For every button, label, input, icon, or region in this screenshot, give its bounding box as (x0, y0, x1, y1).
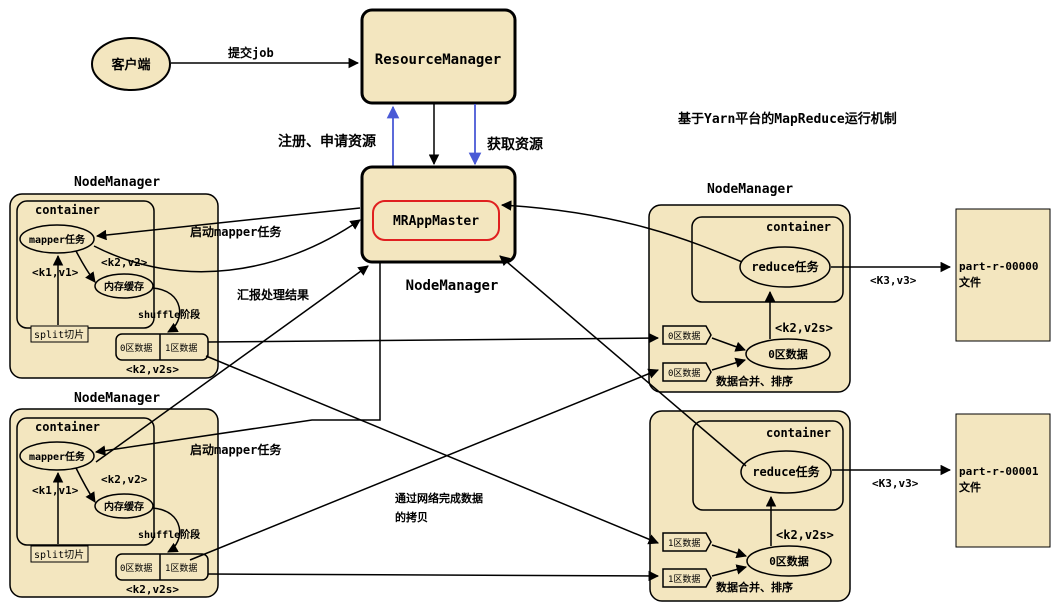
incoming-partition-box (662, 568, 712, 588)
container-label: container (35, 420, 100, 434)
output-file-name: part-r-00000 (959, 260, 1038, 273)
merge-sort-label: 数据合并、排序 (716, 374, 793, 388)
submit-job-label: 提交job (228, 45, 274, 60)
node-manager-title: NodeManager (707, 182, 793, 197)
resource-manager-box (360, 8, 517, 105)
mr-app-master-highlight (372, 200, 500, 241)
memory-buffer-label: 内存缓存 (104, 500, 144, 513)
client-label: 客户端 (111, 57, 150, 73)
incoming-partition-label: 1区数据 (668, 573, 700, 585)
reduce-task-node (740, 450, 832, 494)
reduce-report-arrow (499, 255, 747, 467)
kv2-label: <k2,v2> (101, 256, 148, 269)
output-file-box (955, 208, 1051, 342)
diagram-title: 基于Yarn平台的MapReduce运行机制 (677, 111, 897, 127)
k3v3-label: <K3,v3> (870, 274, 917, 287)
split-label: split切片 (34, 328, 84, 341)
container-label: container (35, 203, 100, 217)
k3v3-label: <K3,v3> (872, 477, 919, 490)
copy-arrow (205, 355, 659, 545)
memory-buffer-node (94, 273, 154, 299)
report-result-label: 汇报处理结果 (237, 287, 309, 302)
mapper-task-label: mapper任务 (29, 450, 86, 463)
merged-partition-label: 0区数据 (769, 554, 809, 568)
partition0-label: 0区数据 (120, 562, 152, 574)
merged-partition-node (745, 338, 831, 370)
client-node (91, 37, 171, 91)
partition-box (115, 553, 209, 581)
report-arrow (93, 219, 361, 273)
partition-box (115, 333, 209, 361)
shuffle-label: shuffle阶段 (138, 528, 200, 541)
node-manager-title: NodeManager (74, 175, 160, 190)
start-mapper-label: 启动mapper任务 (190, 224, 282, 239)
reduce-task-node (739, 246, 831, 288)
output-file-label: 文件 (959, 480, 981, 494)
mapper-task-node (19, 441, 95, 471)
reduce-task-label: reduce任务 (751, 259, 819, 274)
split-label: split切片 (34, 548, 84, 561)
start-mapper-label: 启动mapper任务 (190, 442, 282, 457)
kv1-label: <k1,v1> (32, 484, 79, 497)
resource-manager-label: ResourceManager (375, 52, 501, 68)
get-resource-label: 获取资源 (487, 136, 543, 153)
partition0-label: 0区数据 (120, 342, 152, 354)
split-box (30, 325, 89, 343)
k2v2s-label: <k2,v2s> (126, 363, 179, 376)
merged-partition-label: 0区数据 (768, 347, 808, 361)
network-copy-label: 通过网络完成数据 (395, 491, 483, 505)
incoming-partition-box (662, 362, 712, 382)
output-file-box (955, 413, 1051, 548)
incoming-partition-label: 1区数据 (668, 537, 700, 549)
node-manager-title: NodeManager (74, 391, 160, 406)
incoming-partition-label: 0区数据 (668, 367, 700, 379)
incoming-partition-box (662, 532, 712, 552)
shuffle-label: shuffle阶段 (138, 308, 200, 321)
network-copy-label-2: 的拷贝 (395, 510, 428, 524)
partition1-label: 1区数据 (165, 342, 197, 354)
reduce-task-label: reduce任务 (752, 464, 820, 479)
k2v2s-label: <k2,v2s> (775, 321, 833, 335)
kv2-label: <k2,v2> (101, 473, 148, 486)
copy-arrow (189, 368, 659, 561)
center-node-manager-label: NodeManager (406, 278, 499, 294)
copy-arrow (207, 332, 660, 344)
incoming-partition-box (662, 325, 712, 345)
register-request-label: 注册、申请资源 (278, 133, 376, 150)
container-label: container (766, 220, 831, 234)
k2v2s-label: <k2,v2s> (776, 528, 834, 542)
memory-buffer-node (94, 493, 154, 519)
k2v2s-label: <k2,v2s> (126, 583, 179, 596)
reduce-report-arrow (500, 200, 743, 263)
mr-app-master-node (360, 165, 517, 264)
output-file-name: part-r-00001 (959, 465, 1039, 478)
copy-arrow (207, 570, 660, 582)
merge-sort-label: 数据合并、排序 (716, 580, 793, 594)
merged-partition-node (746, 545, 832, 577)
mapper-task-label: mapper任务 (29, 233, 86, 246)
partition1-label: 1区数据 (165, 562, 197, 574)
mapper-task-node (19, 224, 95, 254)
start-mapper-arrow (95, 207, 361, 241)
container-label: container (766, 426, 831, 440)
report-arrow (95, 265, 369, 463)
mr-app-master-label: MRAppMaster (393, 214, 479, 229)
split-box (30, 545, 89, 563)
incoming-partition-label: 0区数据 (668, 330, 700, 342)
memory-buffer-label: 内存缓存 (104, 280, 144, 293)
kv1-label: <k1,v1> (32, 266, 79, 279)
output-file-label: 文件 (959, 275, 981, 289)
